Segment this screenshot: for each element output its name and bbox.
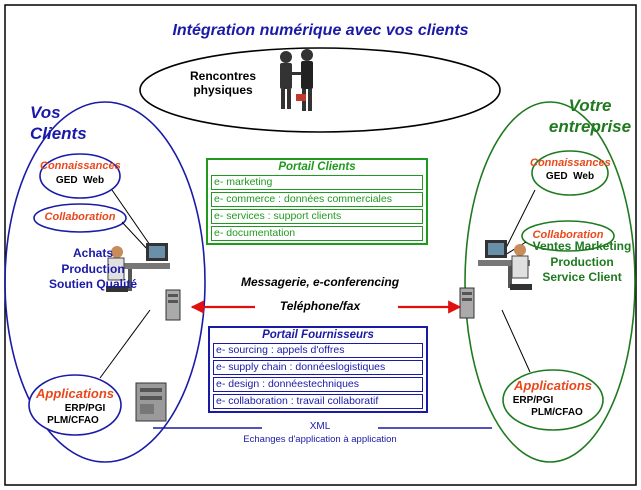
right-applications-line2: PLM/CFAO bbox=[531, 407, 583, 418]
rencontres-ellipse bbox=[139, 47, 501, 133]
right-connaissances-oval bbox=[531, 150, 609, 196]
portail-clients-item: e- marketing bbox=[211, 175, 423, 190]
slide-frame bbox=[4, 4, 637, 486]
messagerie-label: Messagerie, e-conferencing bbox=[240, 275, 400, 289]
left-collaboration-oval bbox=[33, 203, 127, 233]
portail-clients-title: Portail Clients bbox=[278, 161, 356, 173]
right-connaissances-sub: GED Web bbox=[545, 171, 595, 182]
votre-entreprise-heading: Votre entreprise bbox=[548, 96, 632, 137]
vos-clients-heading: Vos Clients bbox=[30, 103, 87, 144]
xml-label: XML bbox=[309, 421, 331, 432]
server-icon bbox=[135, 382, 167, 422]
portail-fournisseurs-item: e- supply chain : donnéeslogistiques bbox=[213, 360, 423, 375]
portail-clients-box: Portail Clients e- marketing e- commerce… bbox=[206, 158, 428, 245]
xml-subtitle: Echanges d'application à application bbox=[243, 434, 397, 445]
portail-fournisseurs-title: Portail Fournisseurs bbox=[262, 329, 374, 341]
handshake-people-icon bbox=[280, 49, 313, 111]
rencontres-label: Rencontres physiques bbox=[189, 69, 257, 97]
left-connaissances-title: Connaissances bbox=[40, 160, 121, 172]
telephone-label: Teléphone/fax bbox=[279, 299, 361, 313]
portail-clients-item: e- services : support clients bbox=[211, 209, 423, 224]
right-applications-title: Applications bbox=[513, 378, 592, 393]
left-roles: Achats Production Soutien Qualité bbox=[48, 246, 137, 292]
left-applications-title: Applications bbox=[35, 386, 114, 401]
right-roles: Ventes Marketing Production Service Clie… bbox=[532, 239, 632, 285]
left-applications-line1: ERP/PGI bbox=[64, 403, 106, 414]
right-collaboration-oval bbox=[521, 220, 615, 252]
left-applications-oval bbox=[28, 374, 122, 436]
left-collaboration-label: Collaboration bbox=[44, 211, 116, 223]
entreprise-ellipse bbox=[464, 101, 636, 463]
right-connaissances-title: Connaissances bbox=[530, 157, 611, 169]
left-workstation-icon bbox=[106, 243, 181, 321]
portail-clients-item: e- documentation bbox=[211, 226, 423, 241]
left-connaissances-sub: GED Web bbox=[55, 175, 105, 186]
left-applications-line2: PLM/CFAO bbox=[47, 415, 99, 426]
right-workstation-icon bbox=[459, 240, 532, 319]
portail-clients-item: e- commerce : données commerciales bbox=[211, 192, 423, 207]
connector-lines bbox=[99, 189, 536, 379]
portail-fournisseurs-item: e- sourcing : appels d'offres bbox=[213, 343, 423, 358]
portail-fournisseurs-item: e- collaboration : travail collaboratif bbox=[213, 394, 423, 409]
right-applications-line1: ERP/PGI bbox=[512, 395, 554, 406]
right-collaboration-label: Collaboration bbox=[532, 229, 604, 241]
portail-fournisseurs-box: Portail Fournisseurs e- sourcing : appel… bbox=[208, 326, 428, 413]
right-applications-oval bbox=[502, 369, 604, 431]
portail-fournisseurs-item: e- design : donnéestechniques bbox=[213, 377, 423, 392]
diagram-title: Intégration numérique avec vos clients bbox=[172, 22, 469, 39]
clients-ellipse bbox=[4, 101, 206, 463]
left-connaissances-oval bbox=[39, 153, 121, 199]
